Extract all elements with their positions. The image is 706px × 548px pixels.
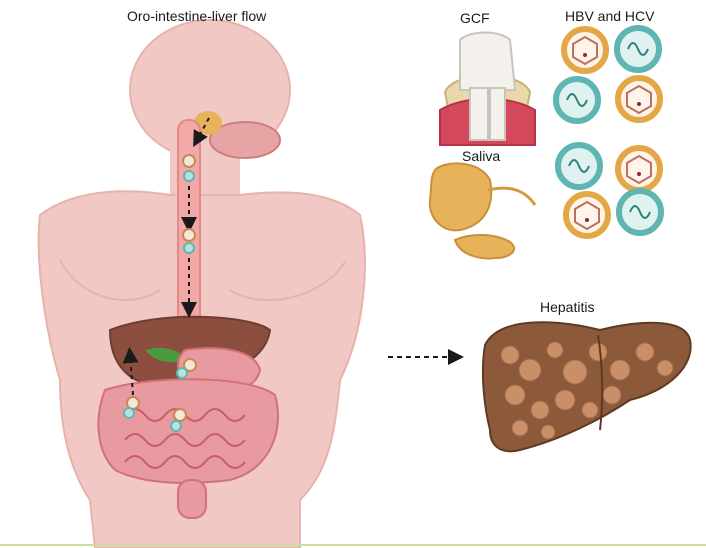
dashed-arrow-icon xyxy=(122,347,139,396)
tooth-gum-icon xyxy=(439,31,536,146)
bottom-rule xyxy=(0,544,706,546)
hcv-virus-icon xyxy=(555,142,603,190)
gcf-label: GCF xyxy=(460,10,490,26)
hepatitis-label: Hepatitis xyxy=(540,299,595,315)
intestines xyxy=(97,378,279,484)
hbv-virus-icon xyxy=(563,191,611,239)
salivary-gland-icon xyxy=(428,162,537,260)
cirrhotic-liver-icon xyxy=(481,321,692,453)
hcv-virus-icon xyxy=(616,188,664,236)
hbv-virus-icon xyxy=(615,145,663,193)
oral-cavity-icon xyxy=(194,111,281,159)
gallbladder xyxy=(145,348,185,363)
saliva-label: Saliva xyxy=(462,148,501,164)
hbv-virus-icon xyxy=(615,75,663,123)
hcv-virus-icon xyxy=(553,76,601,124)
flow-title: Oro-intestine-liver flow xyxy=(127,8,267,24)
virus-markers xyxy=(123,154,197,432)
hcv-virus-icon xyxy=(614,25,662,73)
virus-label: HBV and HCV xyxy=(565,8,655,24)
virus-grid xyxy=(553,25,664,239)
rectum xyxy=(177,479,207,519)
hbv-virus-icon xyxy=(561,26,609,74)
